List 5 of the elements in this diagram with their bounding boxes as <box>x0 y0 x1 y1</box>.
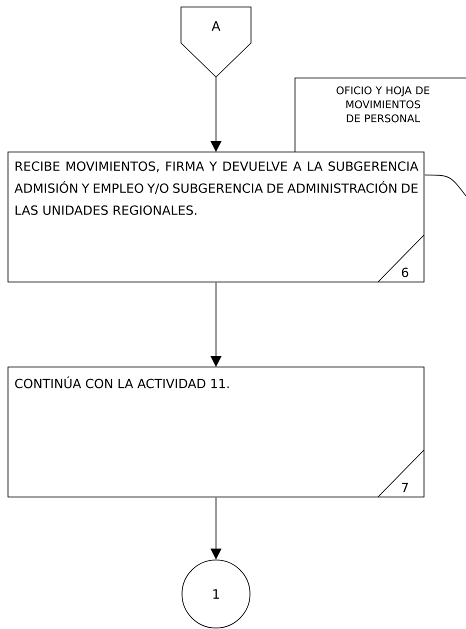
document-box: OFICIO Y HOJA DE MOVIMIENTOS DE PERSONAL <box>294 78 466 152</box>
offpage-connector: A <box>180 6 252 78</box>
connector-line <box>424 174 466 196</box>
step-number: 6 <box>402 268 408 278</box>
step-number: 7 <box>402 482 408 492</box>
